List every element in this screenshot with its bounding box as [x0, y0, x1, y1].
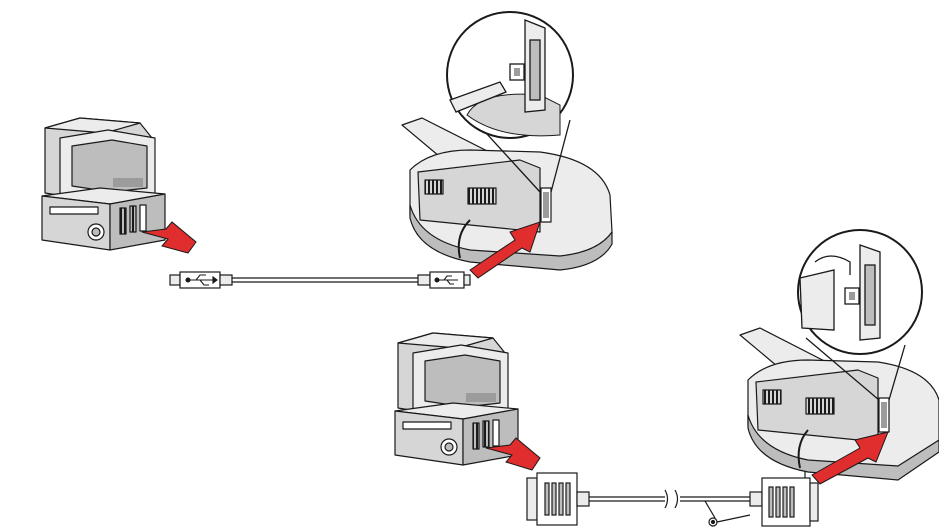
- computer-1-icon: [41, 117, 166, 251]
- printer-2-icon: [739, 327, 939, 481]
- parallel-connector-printer-end-icon: [749, 470, 819, 527]
- parallel-connection-panel: [394, 229, 939, 527]
- usb-connection-panel: [41, 11, 613, 289]
- insert-arrow-computer-1: [141, 221, 197, 254]
- parallel-cable: [526, 470, 819, 527]
- insert-arrow-printer-1: [469, 221, 541, 279]
- usb-cable: [169, 271, 471, 289]
- printer-2-port-zoom-callout: [797, 229, 923, 401]
- insert-arrow-computer-2: [485, 437, 541, 471]
- insert-arrow-printer-2: [811, 431, 889, 485]
- printer-1-port-zoom-callout: [446, 11, 574, 193]
- printer-1-icon: [401, 117, 613, 271]
- usb-icon-printer-end: [434, 275, 458, 285]
- parallel-connector-icon: [526, 472, 590, 526]
- usb-icon: [185, 274, 218, 286]
- computer-2-icon: [394, 332, 519, 466]
